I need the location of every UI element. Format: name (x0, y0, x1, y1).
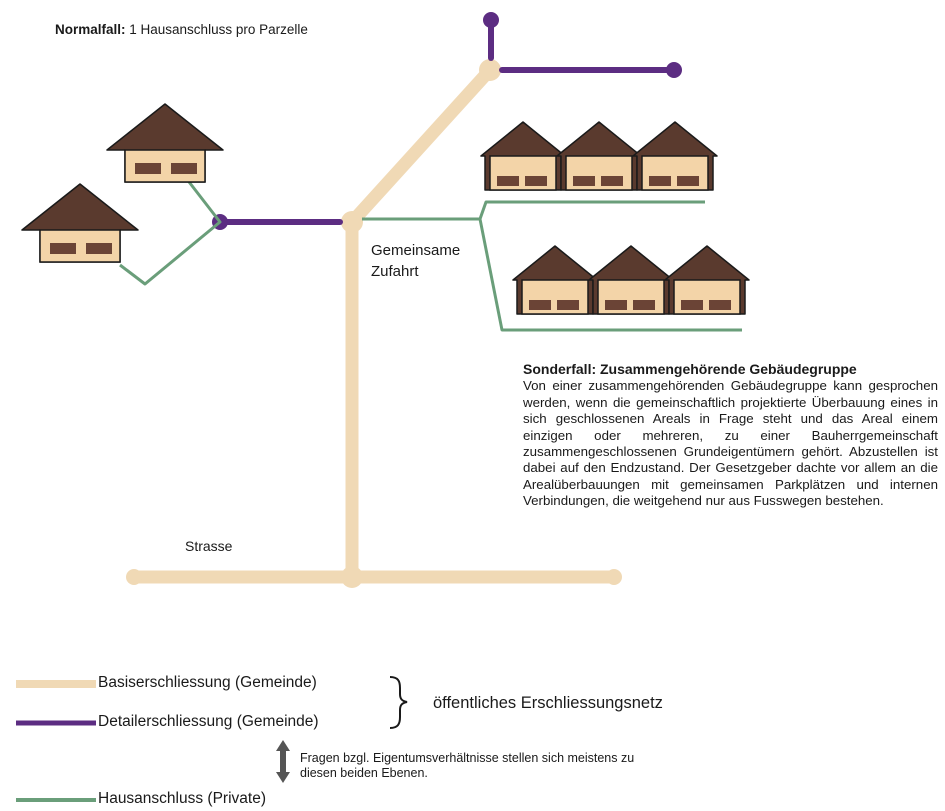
legend-swatches (16, 680, 96, 802)
normal-case-text: 1 Hausanschluss pro Parzelle (125, 22, 308, 37)
basis-nodes (126, 59, 622, 588)
house-connections (119, 177, 742, 332)
house-row-lower (512, 245, 750, 315)
access-diagonal-line (345, 63, 497, 229)
double-arrow-icon (276, 740, 290, 783)
shared-access-label: Gemeinsame Zufahrt (371, 242, 461, 280)
street-label: Strasse (185, 538, 233, 554)
special-case-title: Sonderfall: Zusammengehörende Gebäudegru… (523, 361, 857, 377)
legend-ownership-note: Fragen bzgl. Eigentumsverhältnisse stell… (300, 751, 635, 780)
basis-network (127, 63, 621, 584)
house-upper-left (106, 103, 224, 183)
special-case-block: Sonderfall: Zusammengehörende Gebäudegru… (523, 361, 938, 510)
special-case-text: Von einer zusammengehörenden Gebäudegrup… (523, 378, 938, 509)
normal-case-title: Normalfall: 1 Hausanschluss pro Parzelle (55, 22, 308, 37)
legend-basis-label: Basiserschliessung (Gemeinde) (98, 674, 317, 691)
legend-house-label: Hausanschluss (Private) (98, 790, 266, 807)
normal-case-bold: Normalfall: (55, 22, 126, 37)
brace-icon (389, 676, 408, 729)
house-row-upper (480, 121, 718, 191)
legend-public-network-label: öffentliches Erschliessungsnetz (433, 694, 663, 712)
house-lower-left (21, 183, 139, 263)
legend-detail-label: Detailerschliessung (Gemeinde) (98, 713, 319, 730)
